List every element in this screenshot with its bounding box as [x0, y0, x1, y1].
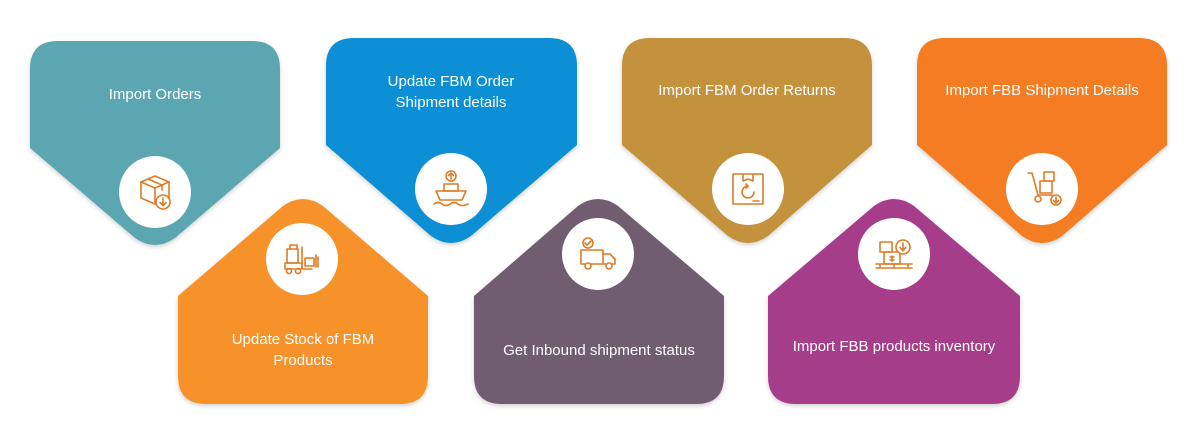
card-label-import-fbb-shipment: Import FBB Shipment Details [945, 81, 1139, 99]
inventory-pallet-icon [858, 218, 930, 290]
card-label-inbound-status: Get Inbound shipment status [503, 341, 695, 359]
forklift-icon [266, 223, 338, 295]
delivery-truck-icon [562, 218, 634, 290]
card-label-import-fbb-inventory: Import FBB products inventory [792, 337, 996, 355]
card-shape-update-stock-fbm [178, 199, 428, 404]
card-shape-import-orders [30, 41, 280, 245]
card-label-update-fbm-shipment: Update FBM Order Shipment details [387, 73, 515, 111]
card-label-import-fbm-returns: Import FBM Order Returns [658, 81, 836, 99]
card-shape-inbound-status [474, 199, 724, 404]
card-label-update-stock-fbm: Update Stock of FBM Products [231, 331, 375, 369]
return-box-icon [712, 153, 784, 225]
hand-truck-icon [1006, 153, 1078, 225]
box-download-icon [119, 156, 191, 228]
card-shape-import-fbm-returns [622, 38, 872, 243]
card-shape-import-fbb-shipment [917, 38, 1167, 243]
ship-icon [415, 153, 487, 225]
card-shape-import-fbb-inventory [768, 199, 1020, 404]
card-shape-update-fbm-shipment [326, 38, 577, 243]
card-label-import-orders: Import Orders [108, 85, 202, 103]
